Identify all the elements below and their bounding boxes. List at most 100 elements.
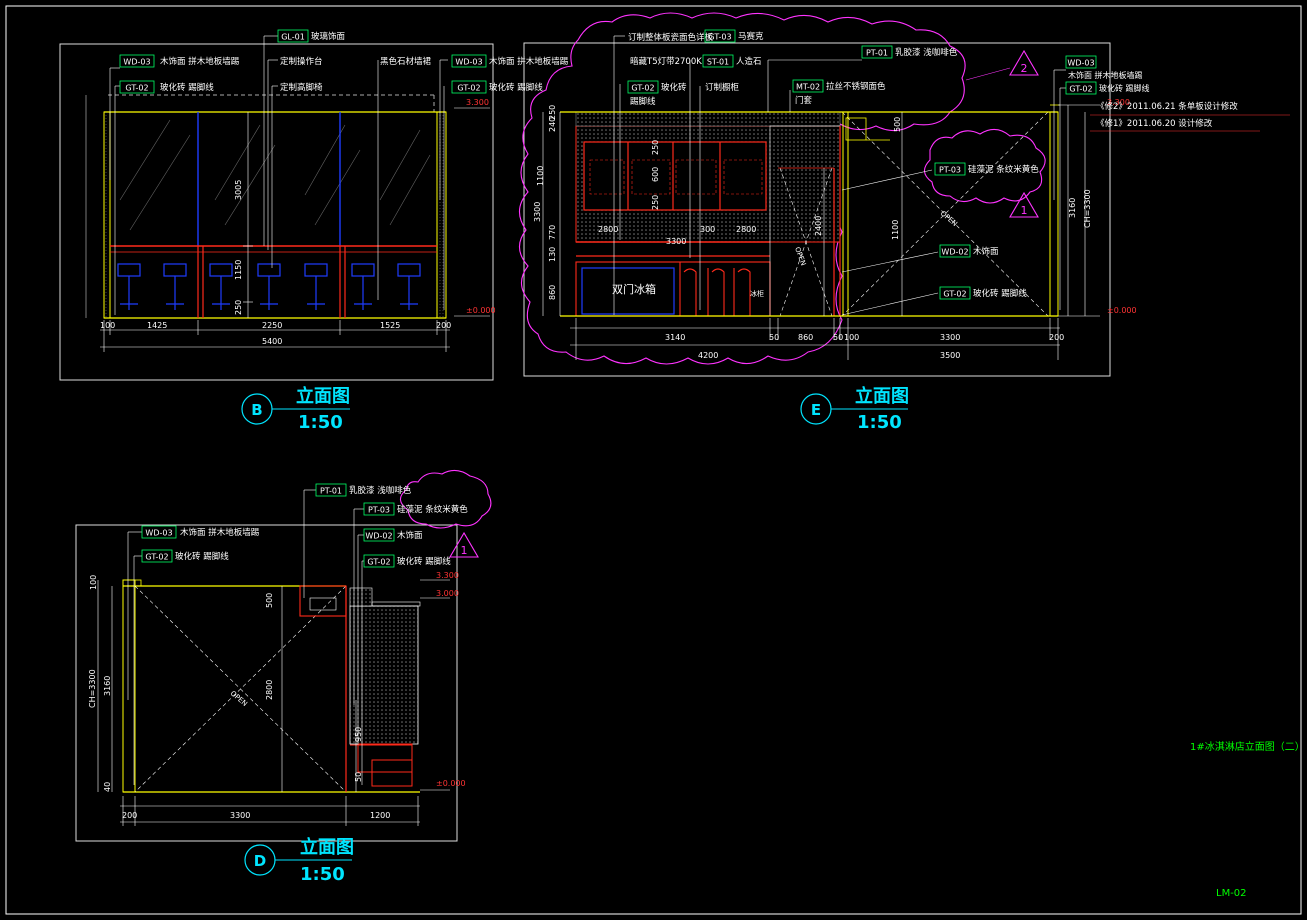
annotation-text: OPEN (793, 246, 807, 267)
revision-cloud (518, 12, 966, 365)
annotation-text: 5400 (262, 337, 282, 346)
annotation-text: 250 (651, 140, 660, 155)
annotation-text: 玻化砖 踢脚线 (1099, 83, 1150, 93)
annotation-text: GT-02 (145, 553, 168, 562)
annotation-text: 1525 (380, 321, 400, 330)
fridge-double-door (581, 267, 675, 315)
annotation-text: CH=3300 (88, 669, 97, 708)
annotation-text: 3.300 (436, 571, 459, 580)
view-d-dim-text: 100 3160 CH=3300 40 200 3300 1200 500 28… (88, 571, 466, 820)
annotation-text: 3300 (533, 202, 542, 222)
annotation-text: 50 (354, 772, 363, 782)
annotation-text: 100 (100, 321, 115, 330)
revision-tag: 2 (1021, 62, 1028, 75)
annotation-text: 拉丝不锈钢面色 (826, 81, 886, 92)
annotation-text: 木饰面 拼木地板墙踢 (1068, 70, 1143, 80)
annotation-text: 50 (769, 333, 779, 342)
annotation-text: 3.300 (1107, 98, 1130, 107)
upper-cabinets (583, 141, 767, 211)
view-title-e: E 立面图 1:50 (800, 385, 909, 433)
annotation-text: 130 (548, 247, 557, 262)
mosaic-counter-side (349, 605, 419, 745)
annotation-text: 250 (548, 105, 557, 120)
revision-notes: 《修2》2011.06.21 条单板设计修改 《修1》2011.06.20 设计… (1096, 101, 1238, 129)
annotation-text: OPEN (229, 689, 249, 708)
annotation-text: 3.300 (466, 98, 489, 107)
view-b-dimensions (85, 95, 490, 352)
annotation-text: 马赛克 (738, 31, 764, 42)
annotation-text: WD-03 (1067, 59, 1094, 68)
view-id: E (811, 401, 821, 419)
revision-tag: 1 (461, 544, 468, 557)
revision-note: 《修2》2011.06.21 条单板设计修改 (1096, 101, 1238, 112)
glass-hatch (119, 119, 431, 231)
view-e-dim-text: 240 250 1100 770 130 860 3300 250 600 25… (533, 98, 1137, 360)
annotation-text: 200 (122, 811, 137, 820)
annotation-text: 硅藻泥 条纹米黄色 (968, 164, 1039, 175)
label-code: GT-02 (457, 84, 480, 93)
annotation-text: WD-03 (145, 529, 172, 538)
annotation-text: 双门冰箱 (612, 282, 656, 296)
annotation-text: 3005 (234, 180, 243, 200)
annotation-text: PT-01 (866, 49, 888, 58)
annotation-text: 踢脚线 (630, 96, 656, 107)
elevation-view-b: WD-03 木饰面 拼木地板墙踢 GT-02 玻化砖 踢脚线 GL-01 玻璃饰… (59, 29, 569, 381)
view-b-labels: WD-03 木饰面 拼木地板墙踢 GT-02 玻化砖 踢脚线 GL-01 玻璃饰… (119, 29, 569, 94)
annotation-text: 3160 (103, 676, 112, 696)
annotation-text: ±0.000 (436, 779, 466, 788)
annotation-text: 240 (548, 117, 557, 132)
view-title: 立面图 (855, 385, 909, 407)
bar-stools (117, 263, 421, 310)
annotation-text: 3.000 (436, 589, 459, 598)
annotation-text: 乳胶漆 浅咖啡色 (349, 485, 412, 496)
annotation-text: 3300 (940, 333, 960, 342)
drawing-number: LM-02 (1216, 888, 1247, 899)
right-wall-panel (436, 111, 447, 319)
label-text: 定制操作台 (280, 56, 323, 67)
label-code: WD-03 (123, 58, 150, 67)
annotation-text: 200 (436, 321, 451, 330)
annotation-text: 250 (234, 300, 243, 315)
view-id: D (254, 852, 266, 870)
view-d-labels: PT-01 乳胶漆 浅咖啡色 PT-03 硅藻泥 条纹米黄色 WD-02 木饰面… (141, 483, 468, 708)
drawing-border (5, 5, 1302, 915)
annotation-text: 3300 (230, 811, 250, 820)
view-title-b: B 立面图 1:50 (241, 385, 350, 433)
revision-tag: 1 (1021, 204, 1028, 217)
view-b-frame (59, 43, 494, 381)
annotation-text: 人造石 (736, 56, 762, 67)
annotation-text: 1100 (891, 220, 900, 240)
view-scale: 1:50 (300, 864, 345, 885)
label-text: 玻化砖 踢脚线 (489, 82, 543, 93)
left-wall-panel (103, 111, 111, 319)
view-e-frame (523, 42, 1111, 377)
annotation-text: ±0.000 (1107, 306, 1137, 315)
annotation-text: OPEN (939, 209, 959, 228)
annotation-text: 600 (651, 167, 660, 182)
annotation-text: 1150 (234, 260, 243, 280)
annotation-text: 2800 (265, 680, 274, 700)
drawing-name: 1#冰淇淋店立面图（二） (1190, 740, 1305, 753)
annotation-text: 订制橱柜 (705, 82, 740, 93)
annotation-text: 250 (651, 195, 660, 210)
view-d-frame (75, 524, 458, 842)
annotation-text: MT-02 (796, 83, 820, 92)
annotation-text: 玻化砖 踢脚线 (397, 556, 451, 567)
view-title: 立面图 (296, 385, 350, 407)
annotation-text: 3160 (1068, 198, 1077, 218)
annotation-text: 木饰面 (973, 246, 999, 257)
annotation-text: PT-01 (320, 487, 342, 496)
annotation-text: 玻化砖 踢脚线 (973, 288, 1027, 299)
annotation-text: WD-02 (941, 248, 968, 257)
annotation-text: PT-03 (368, 506, 390, 515)
annotation-text: PT-03 (939, 166, 961, 175)
annotation-text: 冰柜 (750, 289, 764, 298)
label-text: 黑色石材墙裙 (380, 56, 432, 67)
label-code: GL-01 (281, 33, 305, 42)
annotation-text: 玻化砖 (661, 82, 687, 93)
revision-tag-d: 1 (449, 531, 479, 558)
elevation-view-e: 订制整体板瓷面色详板 GT-03 马赛克 暗藏T5灯带2700K ST-01 人… (518, 12, 1290, 377)
annotation-text: ST-01 (707, 58, 729, 67)
view-scale: 1:50 (857, 412, 902, 433)
annotation-text: GT-02 (943, 290, 966, 299)
